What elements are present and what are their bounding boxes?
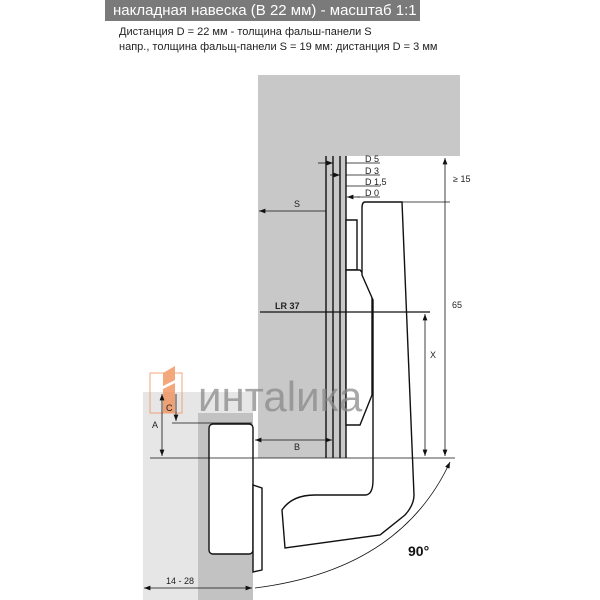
cabinet-top (258, 75, 460, 156)
watermark-logo: интаlика (149, 366, 363, 420)
label-d15: D 1,5 (365, 177, 387, 187)
hinge-outline (208, 201, 415, 573)
dimension-lines (144, 158, 455, 591)
label-c: C (166, 403, 173, 413)
label-65: 65 (452, 300, 462, 310)
note-line-2: напр., толщина фальщ-панели S = 19 мм: д… (119, 41, 438, 53)
page-title: накладная навеска (В 22 мм) - масштаб 1:… (105, 0, 420, 21)
dimension-labels: D 5 D 3 D 1,5 D 0 S ≥ 15 65 LR 37 X A C … (152, 154, 470, 586)
label-d3: D 3 (365, 166, 379, 176)
label-d5: D 5 (365, 154, 379, 164)
note-line-1: Дистанция D = 22 мм - толщина фальш-пане… (119, 26, 372, 38)
label-b: B (294, 442, 300, 452)
label-range: 14 - 28 (166, 576, 194, 586)
label-s: S (294, 199, 300, 209)
label-lr37: LR 37 (275, 301, 300, 311)
label-angle: 90° (408, 543, 429, 559)
label-min15: ≥ 15 (453, 174, 470, 184)
label-a: A (152, 420, 158, 430)
label-x: X (430, 350, 436, 360)
watermark-text: интаlика (198, 373, 363, 420)
cabinet-side (258, 156, 346, 458)
label-d0: D 0 (365, 188, 379, 198)
